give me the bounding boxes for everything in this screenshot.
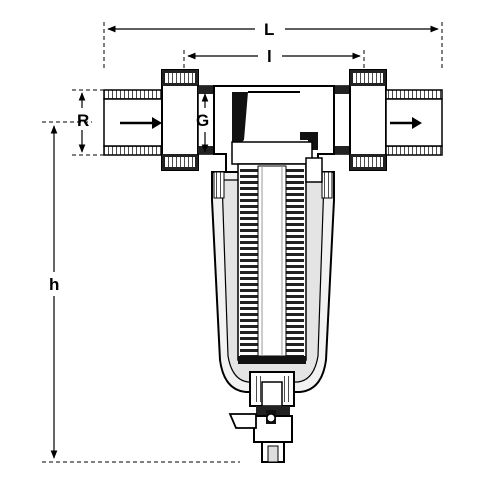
flow-outlet-arrow (390, 117, 422, 129)
outlet-connection (333, 69, 443, 171)
flow-inlet-arrow (120, 117, 162, 129)
dimension-thread-g: G (196, 93, 209, 153)
drain-valve (228, 371, 295, 463)
inlet-connection (103, 69, 215, 171)
dimension-thread-r: R (72, 89, 104, 156)
label-thread-g: G (196, 111, 209, 130)
dimension-height: h (42, 121, 240, 463)
label-thread-r: R (77, 111, 89, 130)
filter-screen (231, 141, 323, 364)
dimension-overall-length: L (103, 20, 443, 70)
label-overall-length: L (264, 20, 274, 39)
label-height: h (49, 275, 59, 294)
dimension-connection-length: l (183, 47, 365, 74)
label-connection-length: l (267, 47, 272, 66)
